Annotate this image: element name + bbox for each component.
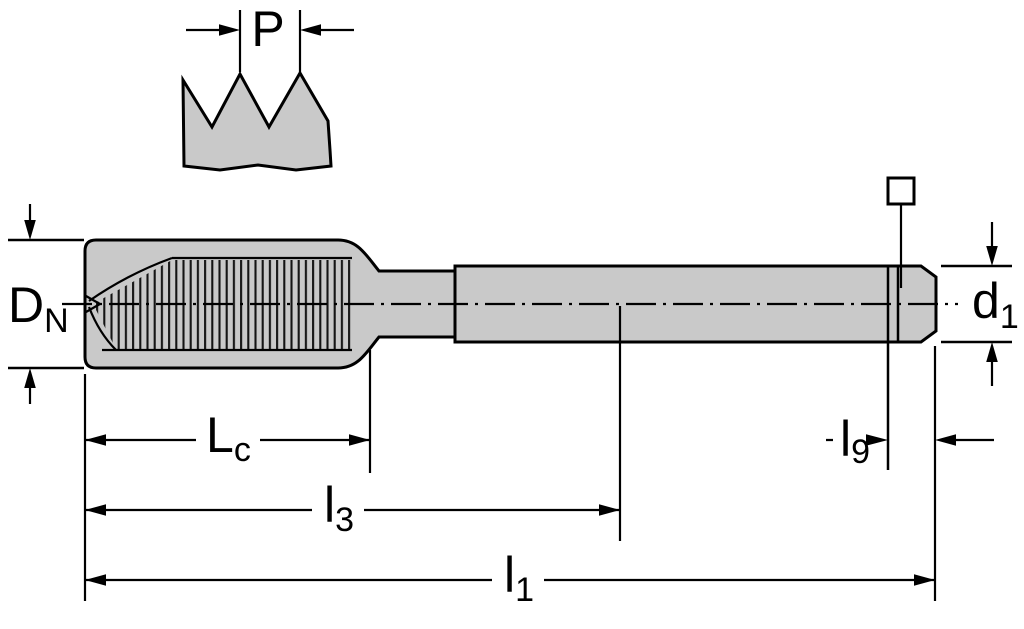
pitch-arrowhead-left (219, 24, 240, 36)
dimension-l1: l1 (85, 547, 935, 609)
dimension-lc: Lc (85, 407, 370, 469)
l1-arrowhead-left (85, 574, 106, 586)
extension-lines (83, 266, 937, 601)
dimension-dn: DN (8, 204, 84, 404)
l3-arrowhead-left (85, 504, 106, 516)
lc-arrowhead-left (85, 434, 106, 446)
dn-arrowhead-bottom (24, 368, 36, 388)
d1-arrowhead-bottom (986, 342, 998, 362)
chamfer-lead-curve-top (88, 256, 173, 302)
d1-label: d1 (972, 273, 1019, 336)
dn-arrowhead-top (24, 220, 36, 240)
l9-arrowhead-left (866, 434, 888, 446)
l3-label: l3 (324, 477, 354, 539)
pitch-label: P (251, 1, 284, 57)
dimension-l3: l3 (85, 477, 620, 539)
lc-label: Lc (206, 407, 251, 469)
square-drive-callout (886, 176, 916, 288)
d1-arrowhead-top (986, 246, 998, 266)
pitch-arrowhead-right (300, 24, 321, 36)
l9-label: l9 (840, 411, 870, 471)
lc-label-mask (196, 415, 260, 463)
dimension-d1: d1 (941, 222, 1019, 386)
l1-label: l1 (504, 547, 534, 609)
l3-arrowhead-right (599, 504, 620, 516)
chamfer-lead-curve-bottom (87, 306, 117, 351)
l9-arrowhead-right (935, 434, 956, 446)
drawing-lines: P DN d1 (8, 1, 1019, 609)
l3-label-mask (312, 485, 364, 535)
dimension-l9: l9 (826, 411, 994, 471)
lc-arrowhead-right (349, 434, 370, 446)
dn-label: DN (8, 277, 69, 340)
thread-profile-shape (181, 70, 333, 172)
l1-arrowhead-right (914, 574, 935, 586)
pitch-detail: P (181, 1, 354, 172)
l1-label-mask (492, 555, 544, 605)
